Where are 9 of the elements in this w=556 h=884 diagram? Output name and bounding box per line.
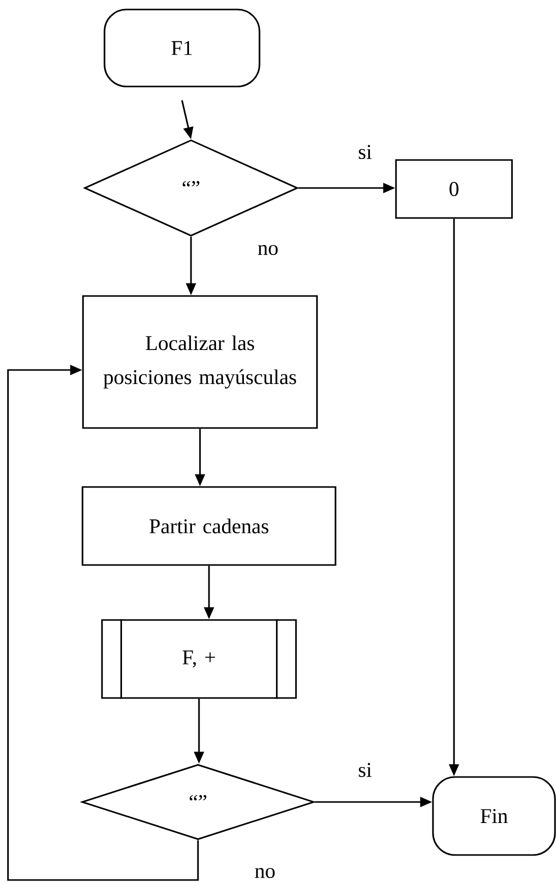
- process-box: Partir cadenas: [82, 486, 336, 566]
- process-box: Localizar las posiciones mayúsculas: [82, 295, 318, 429]
- edge-label: si: [358, 762, 372, 778]
- subprocess-box: F, +: [101, 619, 297, 699]
- arrow: [7, 364, 199, 881]
- edge-label: no: [258, 244, 278, 256]
- edge-label: no: [254, 868, 275, 878]
- edge-label: si: [358, 144, 372, 160]
- process-box: 0: [395, 159, 513, 219]
